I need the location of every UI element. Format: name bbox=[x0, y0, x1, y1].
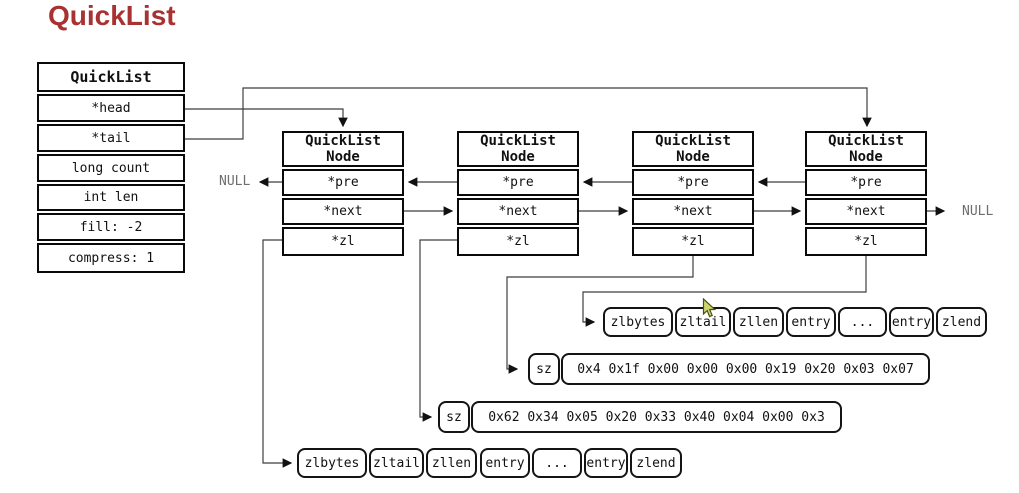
node-header: QuickList Node bbox=[632, 131, 754, 167]
ziplist-bottom-entry-1: entry bbox=[480, 448, 530, 478]
node1-zl-to-ziplist-bottom-arrow bbox=[262, 239, 293, 468]
quicklist-field-compress: compress: 1 bbox=[37, 243, 185, 273]
head-to-node1-arrow bbox=[185, 108, 348, 128]
node-header-line1: QuickList bbox=[480, 133, 556, 149]
sz-label-2: sz bbox=[438, 401, 470, 433]
node4-field-next: *next bbox=[805, 198, 927, 225]
ziplist-top-entry-2: entry bbox=[889, 307, 934, 337]
quicklist-node-3: QuickList Node *pre *next *zl bbox=[632, 131, 754, 256]
quicklist-field-fill: fill: -2 bbox=[37, 213, 185, 241]
quicklist-struct: QuickList *head *tail long count int len… bbox=[37, 62, 185, 273]
sz-bytes-2: 0x62 0x34 0x05 0x20 0x33 0x40 0x04 0x00 … bbox=[471, 401, 842, 433]
page-title: QuickList bbox=[48, 0, 176, 31]
quicklist-node-2: QuickList Node *pre *next *zl bbox=[457, 131, 579, 256]
ziplist-top-zllen: zllen bbox=[733, 307, 784, 337]
ziplist-top-ellipsis: ... bbox=[838, 307, 887, 337]
node2-field-pre: *pre bbox=[457, 169, 579, 196]
node4-field-pre: *pre bbox=[805, 169, 927, 196]
ziplist-top-zlbytes: zlbytes bbox=[603, 307, 673, 337]
node-header: QuickList Node bbox=[457, 131, 579, 167]
node2-zl-to-sz2-arrow bbox=[419, 239, 457, 422]
node1-field-zl: *zl bbox=[282, 227, 404, 256]
node-header: QuickList Node bbox=[282, 131, 404, 167]
ziplist-bottom-zlend: zlend bbox=[630, 448, 682, 478]
quicklist-node-1: QuickList Node *pre *next *zl bbox=[282, 131, 404, 256]
ziplist-bottom-zltail: zltail bbox=[369, 448, 424, 478]
quicklist-struct-header: QuickList bbox=[37, 62, 185, 92]
ziplist-bottom-zlbytes: zlbytes bbox=[297, 448, 367, 478]
node-header-line1: QuickList bbox=[655, 133, 731, 149]
quicklist-field-len: int len bbox=[37, 184, 185, 211]
node3-field-zl: *zl bbox=[632, 227, 754, 256]
sz-label-1: sz bbox=[528, 353, 560, 385]
node3-field-pre: *pre bbox=[632, 169, 754, 196]
ziplist-top-zlend: zlend bbox=[936, 307, 987, 337]
ziplist-bottom-entry-2: entry bbox=[584, 448, 628, 478]
node-header-line1: QuickList bbox=[305, 133, 381, 149]
node3-field-next: *next bbox=[632, 198, 754, 225]
node-header-line1: QuickList bbox=[828, 133, 904, 149]
ziplist-bottom-zllen: zllen bbox=[426, 448, 477, 478]
node-header: QuickList Node bbox=[805, 131, 927, 167]
node-header-line2: Node bbox=[849, 149, 883, 165]
sz-bytes-1: 0x4 0x1f 0x00 0x00 0x00 0x19 0x20 0x03 0… bbox=[561, 353, 930, 385]
quicklist-field-tail: *tail bbox=[37, 124, 185, 152]
quicklist-node-4: QuickList Node *pre *next *zl bbox=[805, 131, 927, 256]
node2-field-next: *next bbox=[457, 198, 579, 225]
node-header-line2: Node bbox=[676, 149, 710, 165]
node1-field-next: *next bbox=[282, 198, 404, 225]
node1-field-pre: *pre bbox=[282, 169, 404, 196]
ziplist-bottom-ellipsis: ... bbox=[532, 448, 582, 478]
quicklist-field-head: *head bbox=[37, 94, 185, 122]
node-header-line2: Node bbox=[501, 149, 535, 165]
ziplist-top-entry-1: entry bbox=[786, 307, 836, 337]
null-label-left: NULL bbox=[219, 174, 251, 189]
node4-field-zl: *zl bbox=[805, 227, 927, 256]
mouse-cursor-icon bbox=[702, 298, 717, 318]
quicklist-field-count: long count bbox=[37, 154, 185, 182]
node2-field-zl: *zl bbox=[457, 227, 579, 256]
null-label-right: NULL bbox=[962, 204, 994, 219]
node-header-line2: Node bbox=[326, 149, 360, 165]
